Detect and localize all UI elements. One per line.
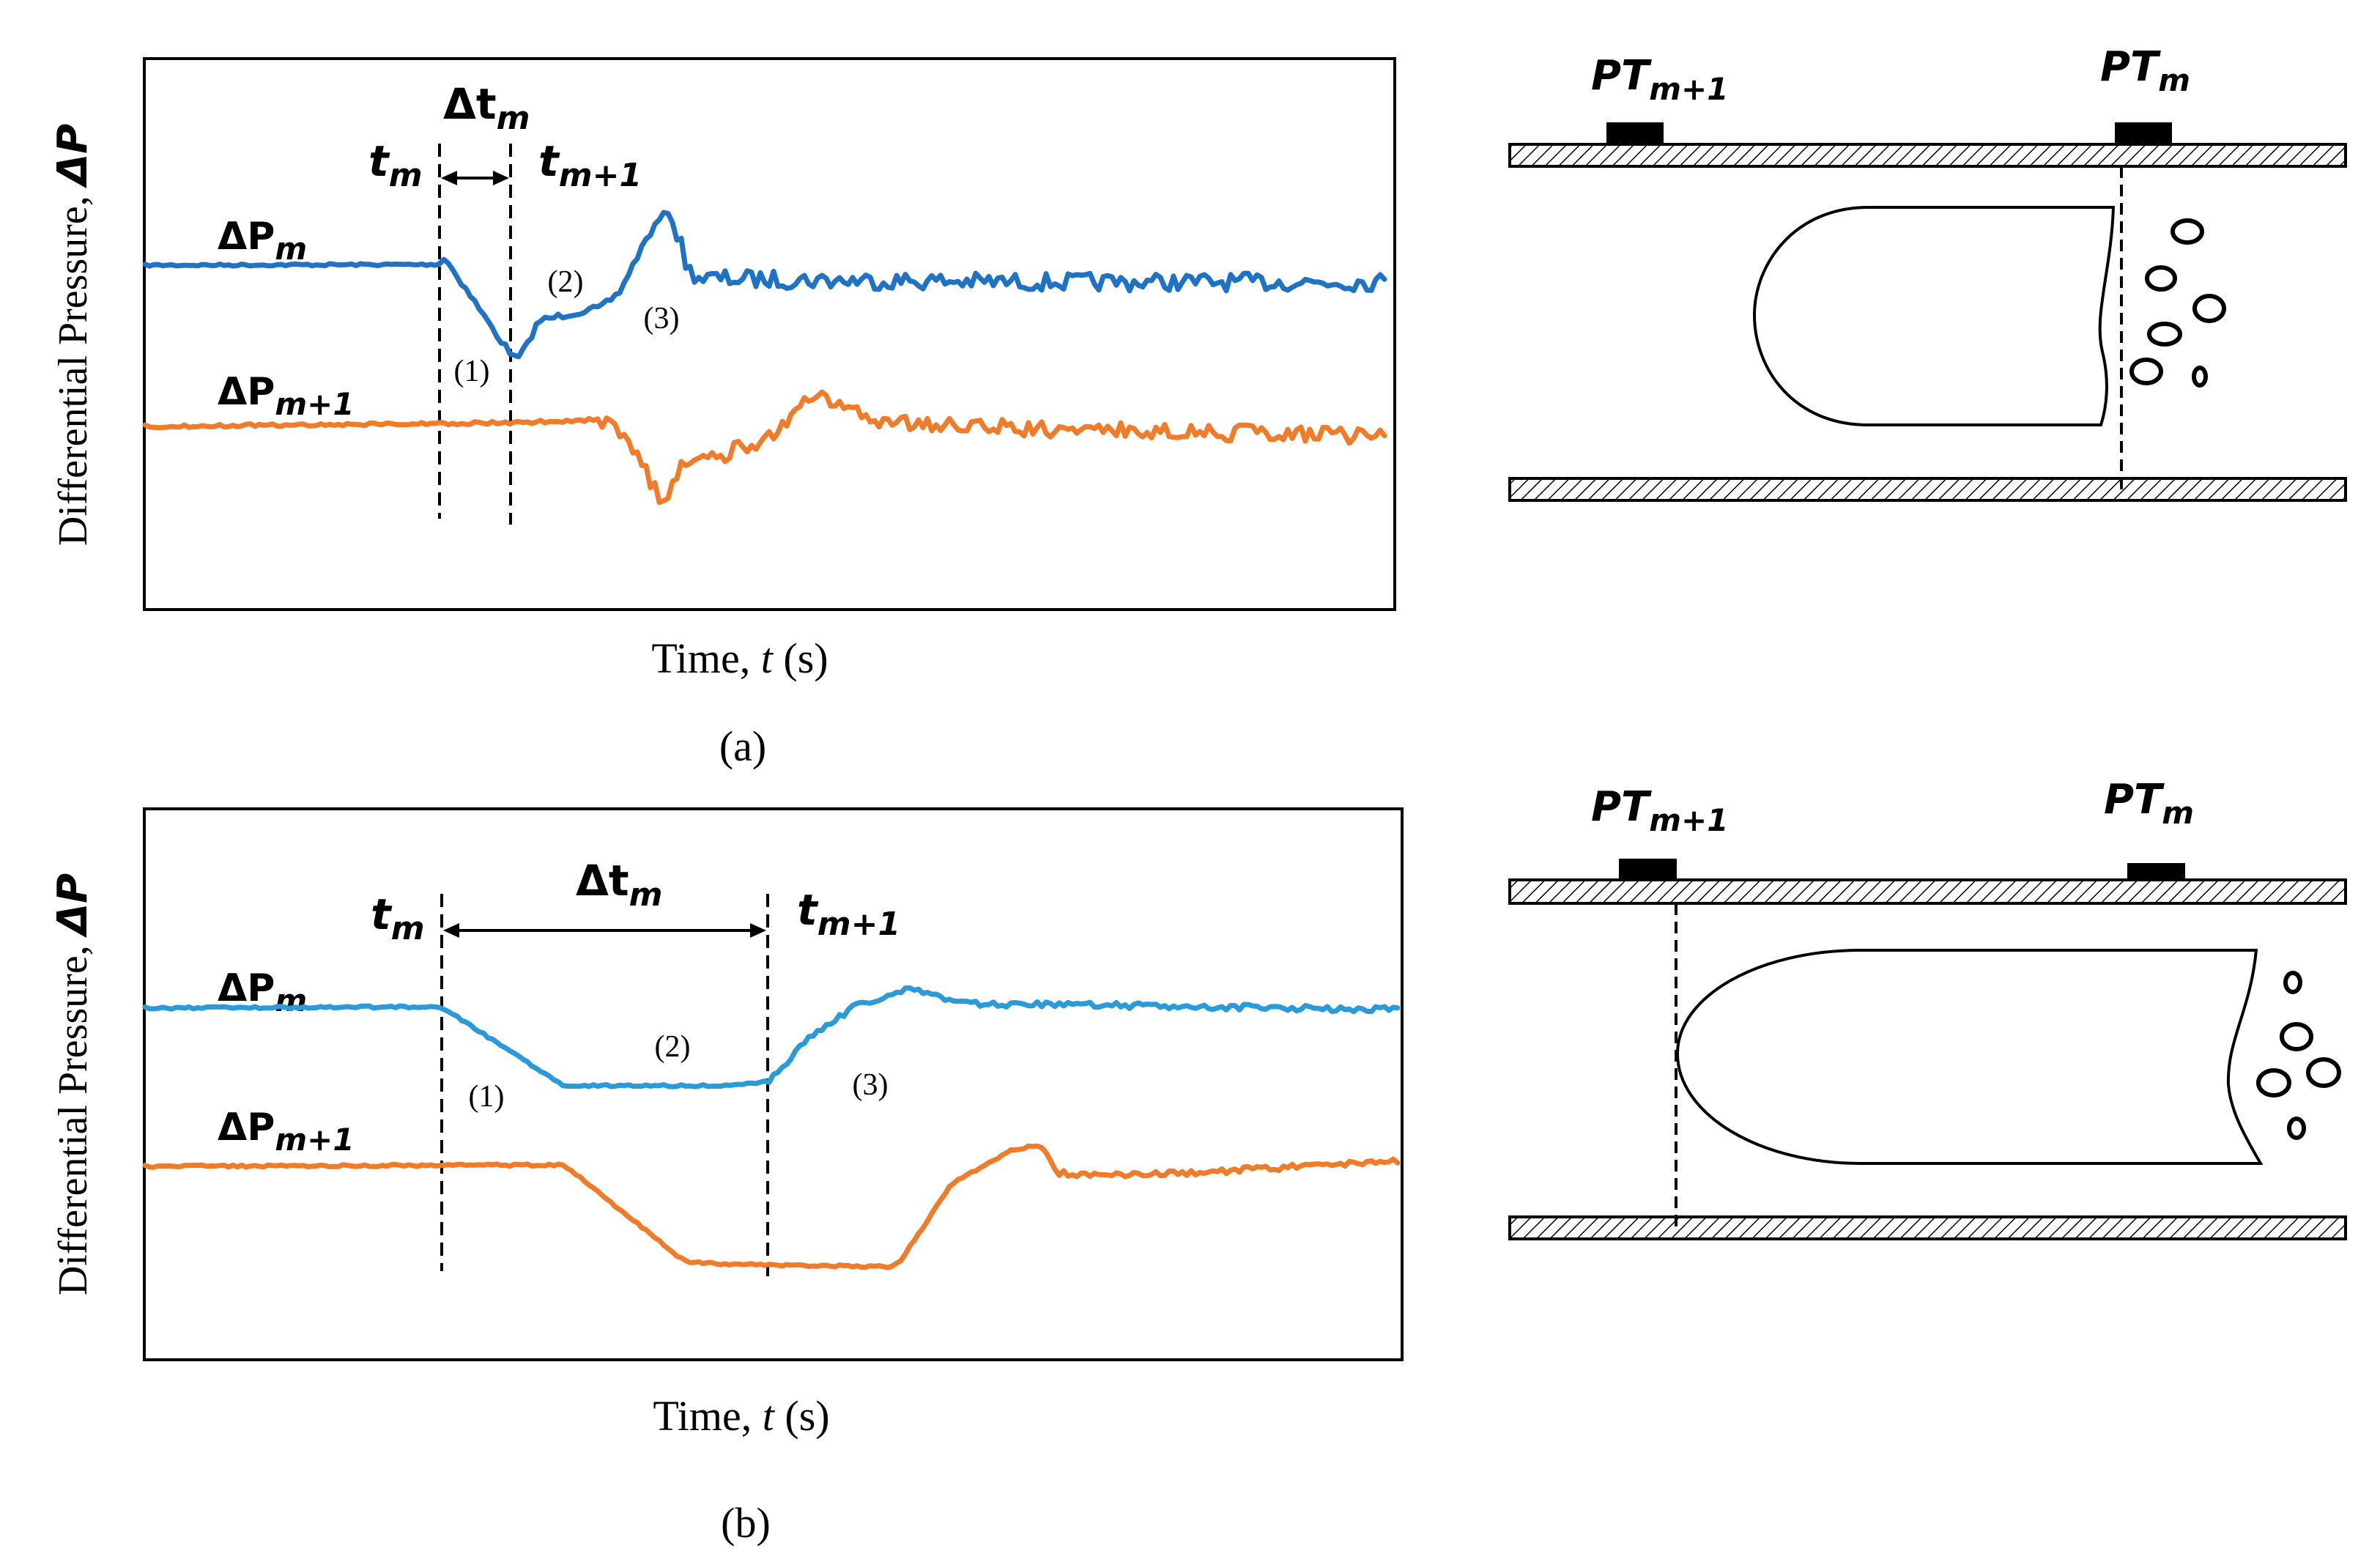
panel-b-bubble [2287,1117,2306,1140]
panel-a-tm1-label: tm+1 [538,136,642,194]
panel-a-tm-label: tm [368,136,423,194]
panel-a-bubble [2170,218,2204,245]
panel-a-series-m1-label: ΔPm+1 [218,370,355,422]
panel-b-series-m1-line [142,1143,1401,1270]
panel-b-stage-3: (3) [853,1068,889,1102]
panel-a-series-m-line [142,210,1387,360]
panel-b-bubble [2306,1057,2341,1088]
panel-a-sensor-left-label: PTm+1 [1591,52,1728,107]
panel-b-sensor-left-label: PTm+1 [1591,783,1728,838]
panel-b-frame [143,807,1404,1361]
panel-a-small-bubbles [2129,218,2226,388]
panel-a-arrowhead-right [493,171,509,185]
panel-a-series-m-label: ΔPm [218,215,307,267]
panel-b-chart: Differential Pressure, ΔP Time, t (s) (b… [49,807,1404,1547]
panel-b-arrowhead-left [443,923,459,938]
panel-b-stage-1: (1) [469,1080,505,1114]
panel-b-series-m-label: ΔPm [218,966,307,1018]
panel-b-sensor-right [2127,863,2185,880]
panel-a-bubble [2129,358,2163,385]
panel-a-arrowhead-left [441,171,457,185]
panel-b-ylabel: Differential Pressure, ΔP [49,873,97,1295]
panel-a-sensor-left [1606,122,1664,144]
panel-a-pipe-bottom-wall [1508,477,2347,502]
panel-a-series-m1-line [142,389,1387,506]
panel-b-stage-2: (2) [655,1030,691,1064]
panel-a-taylor-bubble [1752,206,2116,426]
panel-b-pipe-top-wall [1508,878,2347,905]
panel-b-sensor-right-label: PTm [2104,776,2194,831]
panel-a-delta-label: Δtm [443,79,530,137]
panel-b-pipe-diagram: PTm+1 PTm [1508,776,2347,1240]
panel-a-pipe-diagram: PTm+1 PTm [1508,43,2347,502]
panel-a-bubble [2192,366,2208,388]
panel-b-delta-label: Δtm [576,856,662,914]
panel-b-caption: (b) [721,1499,771,1547]
panel-a-stage-3: (3) [644,302,680,336]
panel-b-bubble [2256,1068,2291,1098]
panel-b-tm1-label: tm+1 [797,885,900,943]
panel-b-small-bubbles [2256,971,2341,1140]
panel-b-tm-label: tm [371,889,425,947]
panel-a-bubble [2145,265,2177,292]
panel-a-stage-1: (1) [454,355,490,388]
panel-a-frame [143,57,1396,611]
panel-a-stage-2: (2) [548,265,584,299]
panel-b-xlabel: Time, t (s) [653,1392,829,1440]
panel-b-taylor-bubble [1675,949,2264,1165]
panel-a-ylabel: Differential Pressure, ΔP [49,124,97,546]
panel-b-bubble [2280,1022,2313,1051]
panel-a-xlabel: Time, t (s) [651,634,828,682]
panel-a-pipe-top-wall [1508,143,2347,168]
panel-b-series-m-line [142,985,1401,1089]
panel-a-caption: (a) [719,722,766,770]
panel-b-arrowhead-right [750,923,766,938]
panel-a-bubble [2192,294,2226,323]
panel-a-sensor-right [2115,122,2172,144]
panel-b-pipe-bottom-wall [1508,1215,2347,1240]
panel-a-sensor-right-label: PTm [2100,43,2190,98]
panel-b-sensor-left [1619,859,1677,880]
panel-a-chart: Differential Pressure, ΔP Time, t (s) (a… [49,57,1396,770]
panel-b-bubble [2283,971,2302,994]
panel-a-bubble [2147,322,2182,347]
panel-b-series-m1-label: ΔPm+1 [218,1106,355,1158]
